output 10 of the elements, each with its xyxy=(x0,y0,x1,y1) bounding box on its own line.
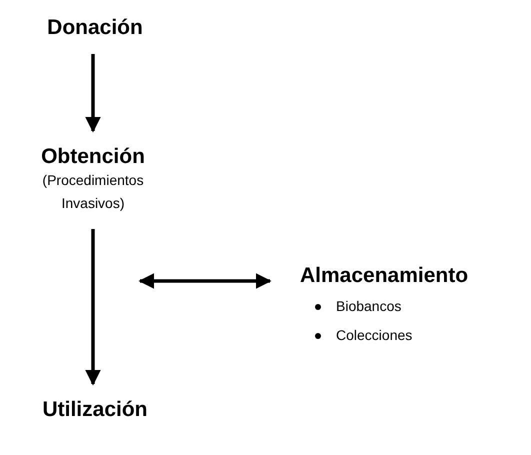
node-title: Obtención xyxy=(41,145,145,169)
list-item: Biobancos xyxy=(336,298,402,314)
arrow xyxy=(85,229,101,386)
node-title: Almacenamiento xyxy=(300,264,468,288)
list-item: Colecciones xyxy=(336,327,412,343)
node-title: Donación xyxy=(47,16,143,40)
node-subtitle: (Procedimientos Invasivos) xyxy=(41,171,145,213)
arrow xyxy=(85,54,101,133)
node-title: Utilización xyxy=(42,398,148,422)
double-arrow xyxy=(138,273,272,289)
